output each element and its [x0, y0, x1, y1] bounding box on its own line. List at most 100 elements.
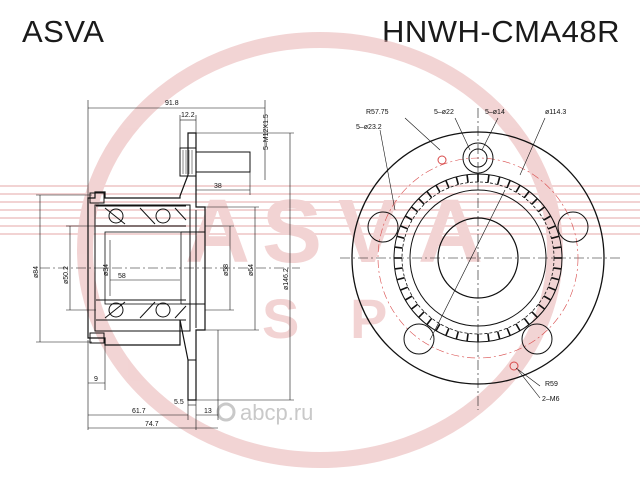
dim-r-59: R59 — [545, 381, 558, 388]
watermark-logo-a2: A — [418, 182, 483, 282]
bearing-ball-top-right — [155, 208, 171, 224]
dim-length-74-7: 74.7 — [145, 421, 159, 428]
tone-ring-teeth — [394, 174, 562, 342]
tone-ring-tooth — [543, 215, 552, 221]
dim-stud-length: 38 — [214, 183, 222, 190]
dim-pcd-114-3: ø114.3 — [545, 109, 566, 116]
stud-hole-bottom-right — [521, 323, 553, 355]
tone-ring-tooth — [551, 276, 560, 281]
dim-r-57-75: R57.75 — [366, 109, 389, 116]
tone-ring-tooth — [455, 176, 460, 185]
tone-ring-tooth — [426, 190, 433, 199]
flange-outer-circle — [351, 131, 605, 385]
stud-hole-right — [557, 211, 589, 243]
tone-ring-tooth — [410, 303, 419, 310]
tone-ring-tooth — [445, 180, 450, 189]
brand-name: ASVA — [22, 14, 105, 49]
stud-hole-top-inner — [468, 148, 488, 168]
flange-lower-tail — [179, 320, 196, 361]
tone-ring-tooth — [418, 311, 425, 318]
stud-hole-bottom-left — [403, 323, 435, 355]
tone-ring-tooth — [515, 323, 521, 332]
abcp-watermark: abcp.ru — [216, 400, 313, 425]
tone-ring-tooth — [553, 246, 562, 249]
dim-dia-58: ø58 — [223, 264, 230, 276]
side-view — [36, 100, 300, 430]
tone-ring-tooth — [496, 331, 501, 340]
dim-stud-thread-length: 12.2 — [181, 112, 195, 119]
dim-length-58: 58 — [118, 273, 126, 280]
tone-ring-tooth — [523, 317, 530, 326]
tone-ring-tooth — [537, 206, 546, 213]
dim-holes-22: 5–ø22 — [434, 109, 454, 116]
abcp-domain: abcp.ru — [240, 400, 313, 425]
watermark-sub-s: S — [262, 287, 299, 350]
tone-ring-tooth — [515, 184, 521, 193]
tone-ring-tooth — [487, 174, 490, 183]
stud-thread — [182, 150, 193, 174]
dim-dia-146-2: ø146.2 — [283, 268, 290, 290]
tone-ring-tooth — [394, 246, 403, 249]
bearing-ball-bottom-right — [155, 302, 171, 318]
tone-ring-tooth — [410, 206, 419, 213]
watermark-logo-v: V — [338, 182, 398, 282]
tone-ring-tooth — [523, 190, 530, 199]
tone-ring-tooth — [543, 295, 552, 301]
tone-ring-tooth — [466, 174, 469, 183]
dim-m6: 2–M6 — [542, 396, 560, 403]
tone-ring-tooth — [531, 198, 538, 205]
bearing-outer-race — [94, 204, 191, 332]
tone-ring-tooth — [551, 235, 560, 240]
tone-ring-tooth — [394, 267, 403, 270]
m6-hole-top — [437, 155, 447, 165]
pcd-circle — [377, 157, 579, 359]
hub-inner-ring — [409, 189, 547, 327]
wheel-stud — [179, 147, 251, 177]
tone-ring-tooth — [396, 276, 405, 281]
hub-bore — [437, 217, 519, 299]
tone-ring-tooth — [445, 327, 450, 336]
tone-ring-tooth — [537, 303, 546, 310]
dim-dia-84: ø84 — [33, 266, 40, 278]
tone-ring-tooth — [496, 176, 501, 185]
tone-ring-tooth — [404, 215, 413, 221]
watermark-ring — [77, 32, 563, 468]
tone-ring-tooth — [455, 331, 460, 340]
part-number: HNWH-CMA48R — [382, 14, 620, 49]
tone-ring-tooth — [547, 286, 556, 291]
bearing-race-top — [96, 205, 187, 227]
tone-ring-tooth — [400, 286, 409, 291]
tone-ring-tooth — [466, 333, 469, 342]
bearing-ball-top-left — [108, 208, 124, 224]
front-leaders — [379, 117, 546, 399]
tone-ring-tooth — [396, 235, 405, 240]
seal-top — [89, 192, 105, 204]
dim-length-5-5: 5.5 — [174, 399, 184, 406]
inner-bore — [104, 231, 182, 305]
stud-hole-left — [367, 211, 399, 243]
tone-ring-tooth — [506, 180, 511, 189]
tone-ring-tooth — [400, 225, 409, 230]
tone-ring-tooth — [404, 295, 413, 301]
seal-bottom — [89, 332, 105, 344]
dim-holes-23-2: 5–ø23.2 — [356, 124, 382, 131]
dim-length-9: 9 — [94, 376, 98, 383]
abcp-logo-icon — [216, 402, 236, 422]
watermark-logo-s: S — [262, 182, 322, 282]
stud-shank — [195, 151, 251, 173]
tone-ring-tooth — [547, 225, 556, 230]
tone-ring-tooth — [531, 311, 538, 318]
dim-holes-14: 5–ø14 — [485, 109, 505, 116]
tone-ring-tooth — [435, 323, 441, 332]
dim-length-13: 13 — [204, 408, 212, 415]
tone-ring-tooth — [553, 267, 562, 270]
front-view — [340, 108, 620, 410]
tone-ring-tooth — [487, 333, 490, 342]
dim-stud-thread: 5–M12X1.5 — [263, 114, 270, 150]
dim-overall-length: 91.8 — [165, 100, 179, 107]
stud-holes — [367, 142, 589, 355]
tone-ring-tooth — [506, 327, 511, 336]
dim-dia-34: ø34 — [103, 264, 110, 276]
dim-dia-50-2: ø50.2 — [63, 266, 70, 284]
